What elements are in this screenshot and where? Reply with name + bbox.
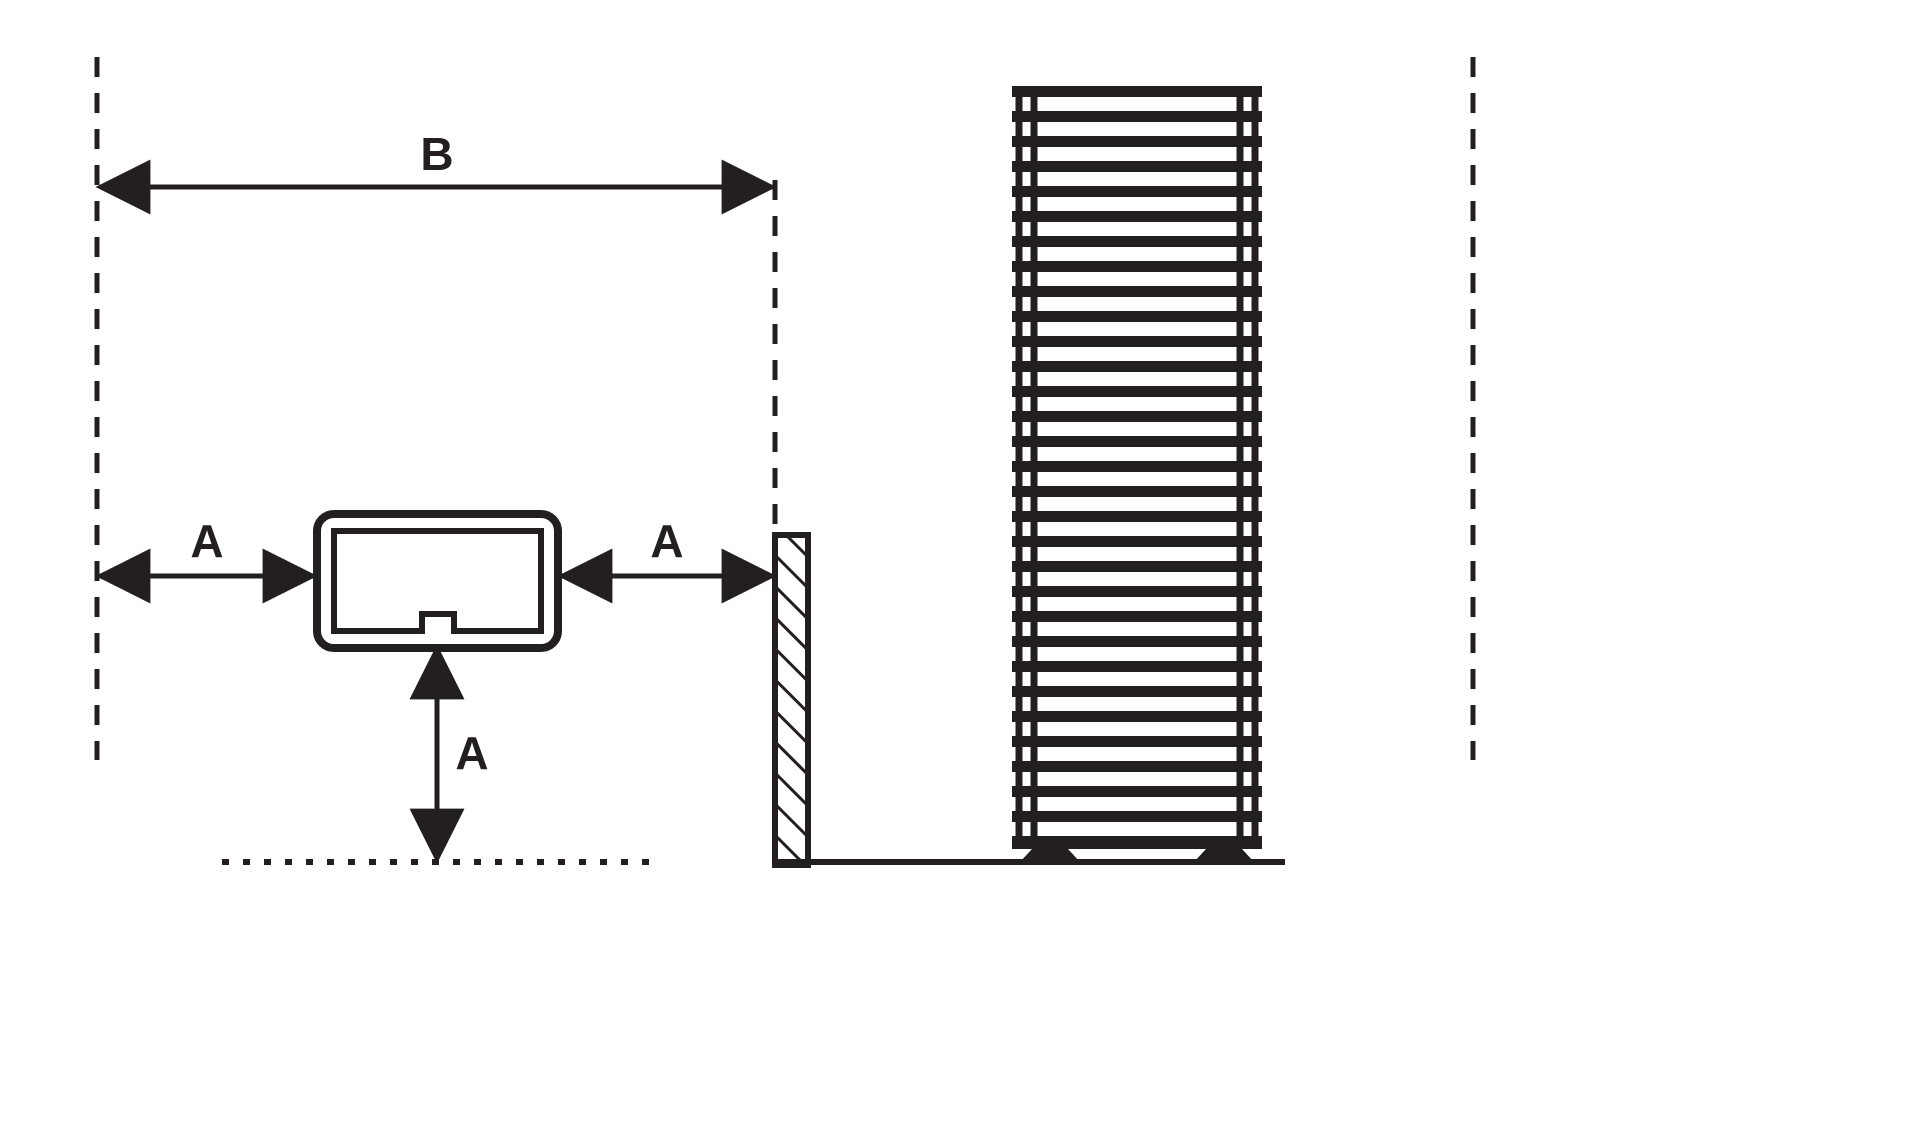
dimension-b-label: B: [420, 128, 453, 180]
hatched-wall: [772, 532, 811, 868]
flat-panel-appliance: [313, 510, 562, 652]
radiator-base-bar: [1012, 836, 1262, 849]
dimension-a-right: A: [557, 515, 777, 604]
appliance-screen-outline: [331, 528, 544, 634]
dimension-a-bottom-label: A: [455, 727, 488, 779]
dimension-b: B: [95, 128, 777, 215]
dimension-a-left: A: [95, 515, 318, 604]
wall-body: [772, 532, 811, 868]
radiator-foot-left: [1020, 849, 1080, 862]
dimension-a-left-label: A: [190, 515, 223, 567]
dimension-a-right-label: A: [650, 515, 683, 567]
column-radiator: [1012, 86, 1262, 862]
radiator-side-rails: [1015, 90, 1259, 844]
radiator-foot-right: [1194, 849, 1254, 862]
radiator-slats: [1012, 86, 1262, 847]
dimension-a-bottom: A: [409, 644, 489, 864]
